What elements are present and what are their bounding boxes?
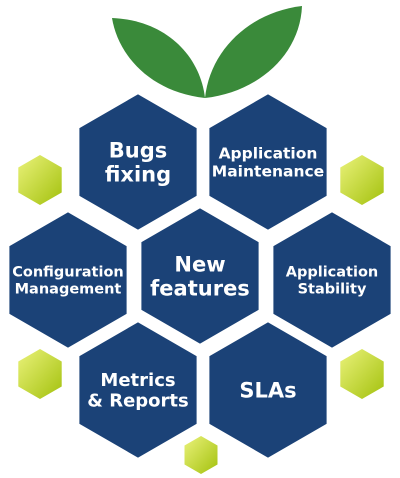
hexagon-label-line-2: Maintenance <box>212 162 324 180</box>
hexagon-label-line-1: Metrics <box>100 370 175 391</box>
hexagon-label-line-1: New <box>174 252 225 276</box>
hexagon-shape <box>5 208 131 352</box>
accent-hexagon-upper-right <box>340 155 384 205</box>
hexagon-label-line-2: fixing <box>105 162 171 186</box>
hexagon-metrics-reports: Metrics & Reports <box>75 318 201 462</box>
accent-hexagon-lower-left <box>18 349 62 399</box>
hexagon-shape <box>75 90 201 234</box>
accent-hexagon-bottom-center <box>184 436 218 474</box>
hexagon-label-line-1: Configuration <box>12 265 124 281</box>
hexagon-label-line-2: features <box>150 276 250 300</box>
hexagon-label-line-2: Management <box>15 281 122 297</box>
hexagon-new-features: New features <box>137 204 263 348</box>
hexagon-application-stability: Application Stability <box>269 208 395 352</box>
accent-hexagon-upper-left <box>18 155 62 205</box>
accent-hexagon-lower-right <box>340 349 384 399</box>
hexagon-slas: SLAs <box>205 318 331 462</box>
accent-hexagons <box>18 155 384 474</box>
hexagon-configuration-management: Configuration Management <box>5 208 131 352</box>
hexagon-label-line-1: SLAs <box>239 378 296 402</box>
hexagon-shape <box>137 204 263 348</box>
main-hexagons: Bugs fixing Application Maintenance Conf… <box>5 90 395 462</box>
leaves-group <box>112 6 302 98</box>
hexagon-application-maintenance: Application Maintenance <box>205 90 331 234</box>
hexagon-shape <box>269 208 395 352</box>
hexagon-shape <box>205 90 331 234</box>
hexagon-label-line-2: & Reports <box>87 391 188 412</box>
left-leaf <box>112 18 205 98</box>
hexagon-label-line-1: Application <box>219 145 318 163</box>
hexagon-label-line-1: Application <box>286 265 379 281</box>
hexagon-label-line-1: Bugs <box>109 138 168 162</box>
right-leaf <box>205 6 302 98</box>
hexagon-shape <box>75 318 201 462</box>
hexagon-label-line-2: Stability <box>298 281 367 297</box>
hexagon-shape <box>205 318 331 462</box>
hexagon-bugs-fixing: Bugs fixing <box>75 90 201 234</box>
